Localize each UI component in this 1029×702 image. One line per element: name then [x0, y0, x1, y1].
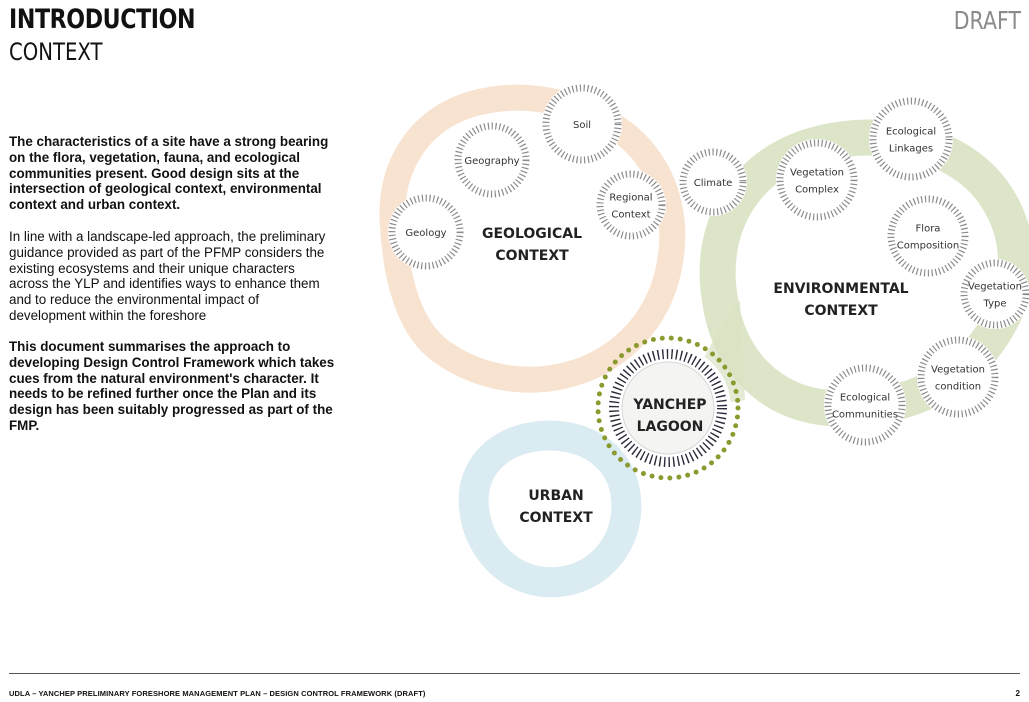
node-vegetation-complex-label: Complex [795, 185, 839, 196]
environmental-context-label-line2: CONTEXT [804, 303, 878, 319]
intro-paragraph: The characteristics of a site have a str… [9, 134, 329, 213]
yanchep-lagoon-label-line1: YANCHEP [632, 397, 706, 413]
footer-text: UDLA – YANCHEP PRELIMINARY FORESHORE MAN… [9, 689, 426, 698]
geological-context-label-line1: GEOLOGICAL [482, 226, 582, 242]
node-soil-label: Soil [573, 120, 591, 131]
node-vegetation-condition-label: Vegetation [931, 365, 985, 376]
node-vegetation-condition-label: condition [935, 382, 981, 393]
node-geography: Geography [454, 122, 530, 198]
node-regional-context-label: Context [611, 210, 650, 221]
page-number: 2 [1015, 689, 1020, 698]
node-ecological-communities-label: Communities [832, 410, 898, 421]
node-ecological-linkages-label: Linkages [889, 144, 933, 155]
draft-label: DRAFT [953, 6, 1021, 35]
node-geology-label: Geology [405, 228, 446, 239]
node-flora-composition-label: Composition [897, 241, 959, 252]
node-ecological-linkages-label: Ecological [886, 127, 936, 138]
node-ecological-communities-label: Ecological [840, 393, 890, 404]
yanchep-lagoon-node: YANCHEP LAGOON [595, 335, 741, 481]
node-geography-label: Geography [464, 156, 519, 167]
approach-paragraph: In line with a landscape-led approach, t… [9, 229, 326, 323]
page-title: INTRODUCTION [9, 4, 196, 35]
node-soil: Soil [542, 84, 622, 164]
node-flora-composition-label: Flora [916, 224, 941, 235]
summary-paragraph: This document summarises the approach to… [9, 339, 335, 433]
node-regional-context-label: Regional [609, 193, 652, 204]
urban-context-label-line2: CONTEXT [519, 510, 593, 526]
footer-divider [9, 673, 1020, 674]
geological-context-label-line2: CONTEXT [495, 248, 569, 264]
geological-context-area [379, 84, 686, 393]
node-climate: Climate [679, 148, 747, 216]
node-vegetation-complex-label: Vegetation [790, 168, 844, 179]
yanchep-lagoon-label-line2: LAGOON [637, 419, 704, 435]
urban-context-label-line1: URBAN [528, 488, 583, 504]
node-vegetation-type-label: Vegetation [968, 282, 1022, 293]
environmental-context-label-line1: ENVIRONMENTAL [773, 281, 908, 297]
node-vegetation-condition: Vegetation condition [917, 336, 999, 418]
urban-context-area [458, 420, 642, 598]
node-vegetation-type-label: Type [983, 299, 1007, 310]
page-subtitle: CONTEXT [9, 38, 103, 66]
node-climate-label: Climate [694, 178, 732, 189]
node-geology: Geology [388, 194, 464, 270]
